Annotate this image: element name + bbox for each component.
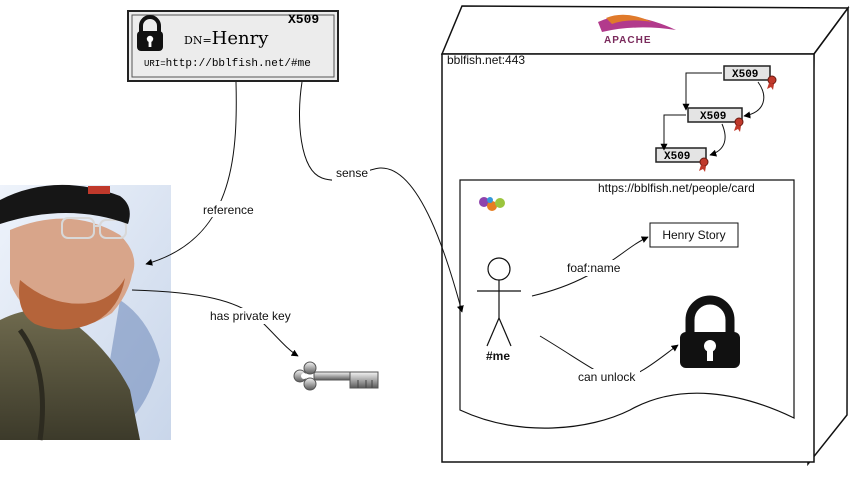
- key-icon: [293, 361, 379, 391]
- agent-label: #me: [486, 349, 510, 363]
- ribbon-icon: [734, 117, 744, 132]
- profile-url: https://bblfish.net/people/card: [598, 181, 755, 195]
- lock-icon: [680, 295, 740, 368]
- chain-cert-1: X509: [723, 65, 777, 90]
- chain-cert-3: X509: [655, 147, 709, 172]
- name-box: [649, 222, 739, 248]
- edge-reference: [145, 81, 237, 266]
- cert-dn-prefix: DN=: [184, 34, 212, 47]
- apache-feather-icon: [598, 14, 676, 32]
- cert-uri-prefix: URI=: [144, 59, 166, 69]
- chain-cert-3-label: X509: [664, 151, 690, 163]
- cert-uri: URI=http://bblfish.net/#me: [144, 58, 311, 70]
- henry-photo: [0, 184, 171, 441]
- label-foaf-name: foaf:name: [567, 261, 621, 275]
- edge-sense: [298, 81, 464, 313]
- chain-cert-1-label: X509: [732, 69, 758, 81]
- foaf-logo-icon: [479, 197, 505, 211]
- ribbon-icon: [767, 75, 777, 90]
- label-sense: sense: [336, 166, 368, 180]
- server-host: bblfish.net:443: [447, 53, 525, 67]
- cert-badge: X509: [288, 12, 319, 27]
- label-has-private-key: has private key: [210, 309, 291, 323]
- chain-cert-2: X509: [687, 107, 744, 132]
- profile-document: https://bblfish.net/people/card #me Henr…: [459, 179, 795, 429]
- label-can-unlock: can unlock: [578, 370, 636, 384]
- cert-dn-value: Henry: [212, 28, 270, 49]
- cert-uri-value: http://bblfish.net/#me: [166, 58, 311, 70]
- name-value: Henry Story: [662, 228, 725, 242]
- cert-dn: DN=Henry: [184, 28, 269, 49]
- chain-cert-2-label: X509: [700, 111, 726, 123]
- ribbon-icon: [699, 157, 709, 172]
- apache-brand: APACHE: [604, 35, 651, 46]
- person-icon: [477, 257, 521, 347]
- lock-icon: [137, 15, 163, 51]
- cert-chain: X509 X509 X509: [655, 65, 777, 172]
- label-reference: reference: [203, 203, 254, 217]
- certificate-card: X509 DN=Henry URI=http://bblfish.net/#me: [127, 10, 339, 82]
